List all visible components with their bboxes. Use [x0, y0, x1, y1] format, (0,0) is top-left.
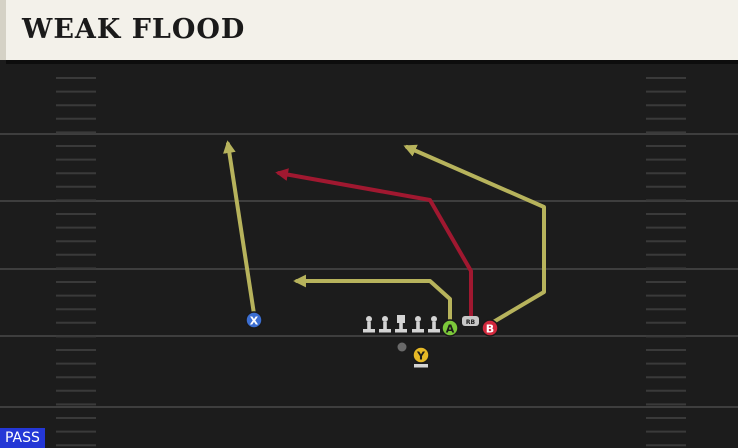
- player-y-label: Y: [416, 350, 426, 363]
- player-rb[interactable]: RB: [462, 316, 479, 326]
- route-rb: [275, 168, 473, 318]
- player-x-label: X: [250, 315, 259, 328]
- player-b[interactable]: B: [481, 319, 499, 337]
- title-bar-shadow: [6, 60, 738, 64]
- route-a: [293, 274, 452, 326]
- lineman-icon: [363, 316, 375, 333]
- yard-lines: [0, 133, 738, 408]
- player-rb-label: RB: [466, 319, 476, 326]
- hash-marks-right: [646, 77, 686, 447]
- play-title: WEAK FLOOD: [22, 14, 246, 45]
- routes: [223, 140, 546, 326]
- hash-marks-left: [56, 77, 96, 447]
- player-x[interactable]: X: [245, 311, 263, 329]
- center-icon: [395, 315, 407, 333]
- play-type-badge: PASS: [0, 428, 45, 448]
- play-title-bar: WEAK FLOOD: [0, 0, 738, 64]
- route-b: [403, 144, 546, 326]
- lineman-icon: [412, 316, 424, 333]
- lineman-icon: [379, 316, 391, 333]
- play-field: X A B Y RB: [0, 64, 738, 448]
- player-b-label: B: [486, 323, 494, 336]
- player-a-label: A: [446, 323, 455, 336]
- play-diagram: X A B Y RB: [0, 77, 738, 447]
- offensive-line: [363, 315, 440, 333]
- player-y-base: [414, 364, 428, 368]
- player-y[interactable]: Y: [412, 346, 430, 368]
- lineman-icon: [428, 316, 440, 333]
- route-x: [223, 140, 256, 316]
- player-a[interactable]: A: [441, 319, 459, 337]
- quarterback-icon: [397, 342, 407, 352]
